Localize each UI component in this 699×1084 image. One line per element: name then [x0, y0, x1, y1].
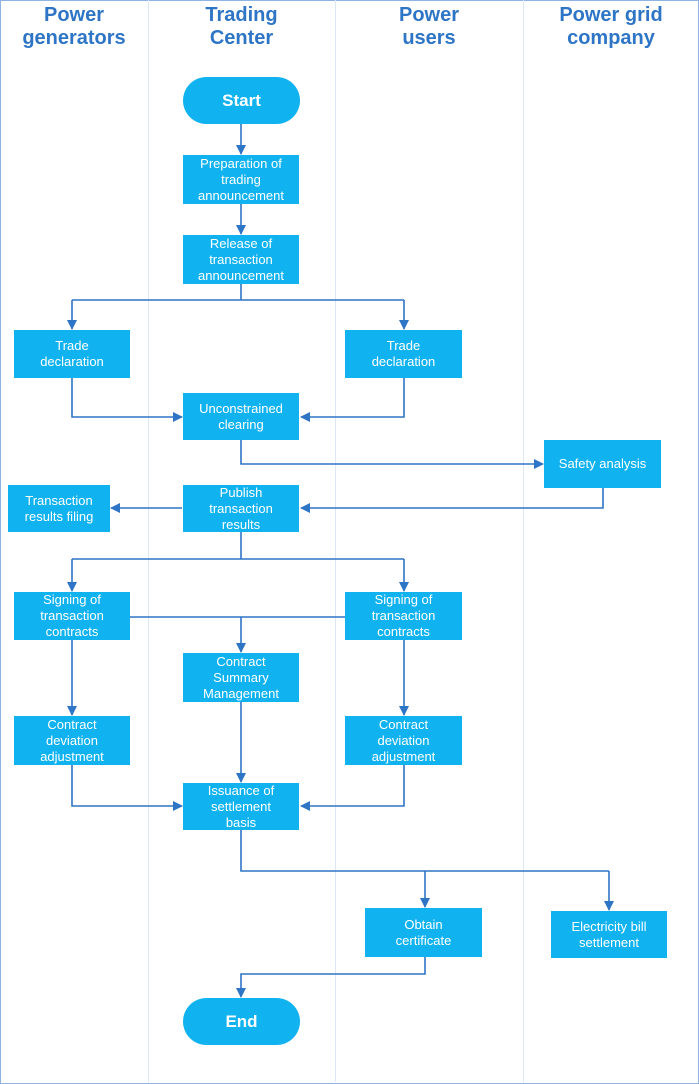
start-node: Start: [183, 77, 300, 124]
transaction-results-filing-node: Transaction results filing: [8, 485, 110, 532]
deviation-adjustment-users-node: Contract deviation adjustment: [345, 716, 462, 765]
lane-title-power-grid-company: Power grid company: [559, 4, 663, 49]
lane-divider: [335, 0, 336, 1082]
edge-trade-user-to-clearing: [300, 378, 405, 422]
edge-clearing-to-safety: [240, 440, 544, 469]
edge-issuance-split: [240, 830, 609, 872]
lane-title-trading-center: Trading Center: [205, 4, 278, 49]
lane-title-power-generators: Power generators: [22, 4, 126, 49]
signing-contracts-users-node: Signing of transaction contracts: [345, 592, 462, 640]
trade-declaration-generators-node: Trade declaration: [14, 330, 130, 378]
publish-results-node: Publish transaction results: [183, 485, 299, 532]
deviation-adjustment-generators-node: Contract deviation adjustment: [14, 716, 130, 765]
trade-declaration-users-node: Trade declaration: [345, 330, 462, 378]
settlement-basis-node: Issuance of settlement basis: [183, 783, 299, 830]
obtain-certificate-node: Obtain certificate: [365, 908, 482, 957]
signing-contracts-generators-node: Signing of transaction contracts: [14, 592, 130, 640]
contract-summary-node: Contract Summary Management: [183, 653, 299, 702]
release-announcement-node: Release of transaction announcement: [183, 235, 299, 284]
safety-analysis-node: Safety analysis: [544, 440, 661, 488]
lane-title-power-users: Power users: [398, 4, 460, 49]
edge-safety-to-publish: [300, 488, 604, 513]
edge-dev-user-to-issuance: [300, 765, 405, 811]
edge-certificate-to-end: [236, 957, 426, 998]
electricity-bill-settlement-node: Electricity bill settlement: [551, 911, 667, 958]
prep-announcement-node: Preparation of trading announcement: [183, 155, 299, 204]
lane-divider: [148, 0, 149, 1082]
edge-trade-gen-to-clearing: [71, 378, 183, 422]
lane-divider: [523, 0, 524, 1082]
edge-dev-gen-to-issuance: [71, 765, 183, 811]
unconstrained-clearing-node: Unconstrained clearing: [183, 393, 299, 440]
end-node: End: [183, 998, 300, 1045]
